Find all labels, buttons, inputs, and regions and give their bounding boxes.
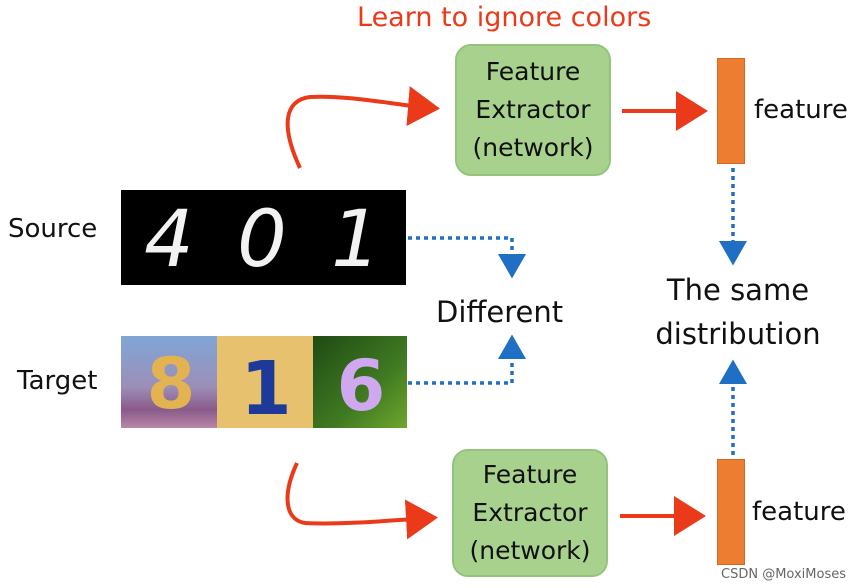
target-digit-2: 1 bbox=[240, 346, 292, 428]
source-digit-2: 0 bbox=[237, 195, 287, 285]
target-tile-3 bbox=[313, 336, 407, 428]
feature-bar-bottom bbox=[717, 459, 745, 565]
feature-extractor-bottom: Feature Extractor (network) bbox=[452, 449, 608, 577]
target-digit-3: 6 bbox=[337, 345, 386, 427]
feature-top-label: feature bbox=[754, 95, 848, 125]
same-distribution-line2: distribution bbox=[655, 317, 821, 351]
source-digits-svg: 4 0 1 bbox=[144, 195, 381, 285]
extractor-bottom-line3: (network) bbox=[469, 536, 591, 565]
diagram-title: Learn to ignore colors bbox=[357, 2, 652, 33]
blue-dotted-source-to-different bbox=[408, 236, 526, 279]
same-distribution-label: The same distribution bbox=[640, 268, 836, 356]
target-digits-svg: 8 1 6 bbox=[121, 336, 407, 432]
source-digit-3: 1 bbox=[331, 195, 381, 285]
target-tile-2 bbox=[217, 336, 313, 428]
blue-dotted-target-to-different bbox=[408, 334, 526, 385]
same-distribution-line1: The same bbox=[666, 273, 810, 307]
extractor-top-line1: Feature bbox=[485, 57, 581, 86]
feature-bottom-label: feature bbox=[752, 497, 846, 527]
source-digit-1: 4 bbox=[144, 195, 194, 285]
watermark: CSDN @MoxiMoses bbox=[721, 567, 846, 582]
extractor-bottom-line2: Extractor bbox=[472, 498, 588, 527]
feature-extractor-top: Feature Extractor (network) bbox=[455, 44, 611, 176]
source-image-strip: 4 0 1 bbox=[121, 190, 406, 285]
red-arrow-target-to-extractor bbox=[285, 462, 438, 540]
target-label: Target bbox=[17, 366, 98, 396]
target-image-strip: 8 1 6 bbox=[121, 336, 407, 432]
target-tile-1 bbox=[121, 336, 217, 428]
different-label: Different bbox=[436, 295, 564, 329]
source-label: Source bbox=[8, 214, 98, 244]
feature-bar-top bbox=[717, 58, 745, 164]
target-digit-1: 8 bbox=[147, 343, 196, 425]
extractor-top-line2: Extractor bbox=[475, 95, 591, 124]
red-arrow-source-to-extractor bbox=[285, 86, 440, 169]
extractor-top-line3: (network) bbox=[472, 133, 594, 162]
extractor-bottom-line1: Feature bbox=[482, 460, 578, 489]
